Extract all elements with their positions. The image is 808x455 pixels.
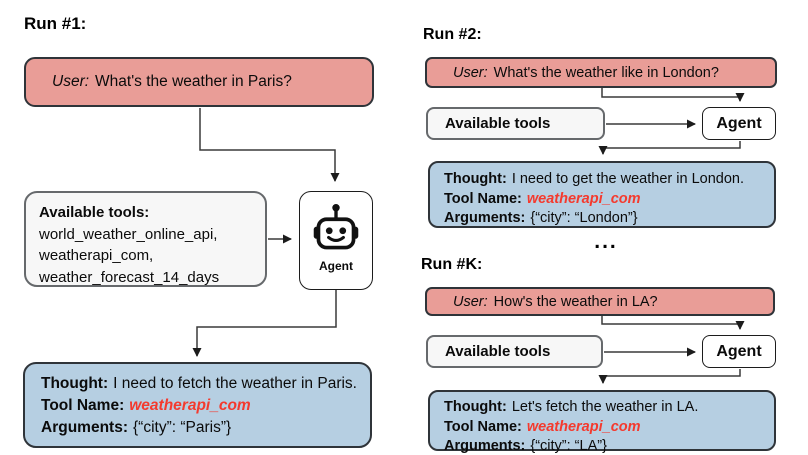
run1-agent-box: Agent: [299, 191, 373, 290]
run1-tools-title: Available tools:: [39, 204, 150, 221]
robot-icon: [313, 204, 359, 250]
run2-agent-box: Agent: [702, 107, 776, 140]
run2-thought-text: I need to get the weather in London.: [511, 171, 744, 187]
run2-thought-label: Thought:: [444, 171, 507, 187]
run1-heading: Run #1:: [24, 14, 87, 33]
run2-agent-label: Agent: [716, 114, 762, 132]
run1-arguments-value: {“city”: “Paris”}: [132, 419, 232, 436]
runk-thought-line: Thought:Let's fetch the weather in LA.: [444, 398, 768, 418]
run1-user-query: What's the weather in Paris?: [95, 73, 292, 90]
run2-tool-name-label: Tool Name:: [444, 190, 522, 207]
run1-thought-line: Thought:I need to fetch the weather in P…: [41, 373, 362, 395]
run2-arguments-label: Arguments:: [444, 210, 526, 226]
run2-user-message-box: User: What's the weather like in London?: [425, 57, 777, 88]
runk-agent-label: Agent: [716, 342, 762, 360]
runk-tool-name-label: Tool Name:: [444, 418, 522, 435]
run2-tool-name-value: weatherapi_com: [526, 190, 641, 207]
run2-tools-label: Available tools: [445, 115, 551, 132]
runs-ellipsis: ...: [594, 230, 618, 253]
run2-thought-line: Thought:I need to get the weather in Lon…: [444, 170, 768, 190]
run1-agent-label: Agent: [319, 259, 353, 273]
run2-available-tools-box: Available tools: [426, 107, 605, 140]
runk-heading: Run #K:: [421, 256, 483, 273]
run1-tool-name-value: weatherapi_com: [129, 397, 251, 414]
runk-user-query: How's the weather in LA?: [493, 293, 658, 310]
run1-thought-label: Thought:: [41, 375, 109, 392]
run1-agent-output-box: Thought:I need to fetch the weather in P…: [23, 362, 372, 448]
run1-arguments-label: Arguments:: [41, 419, 128, 436]
run2-user-label: User:: [453, 64, 488, 81]
run1-user-label: User:: [52, 73, 90, 90]
run2-tool-name-line: Tool Name:weatherapi_com: [444, 190, 768, 210]
runk-tool-name-line: Tool Name:weatherapi_com: [444, 418, 768, 438]
runk-user-message-box: User: How's the weather in LA?: [425, 287, 775, 316]
runk-tools-label: Available tools: [445, 343, 551, 360]
run2-arguments-value: {“city”: “London”}: [530, 210, 638, 226]
run1-user-message-box: User: What's the weather in Paris?: [24, 57, 374, 107]
run1-tool-item: weather_forecast_14_days: [39, 268, 220, 286]
run1-thought-text: I need to fetch the weather in Paris.: [113, 375, 357, 392]
run1-tool-item: weatherapi_com,: [39, 247, 154, 264]
run1-tool-name-line: Tool Name:weatherapi_com: [41, 395, 362, 417]
run2-agent-output-box: Thought:I need to get the weather in Lon…: [428, 161, 776, 228]
run2-user-query: What's the weather like in London?: [493, 64, 719, 81]
run1-arguments-line: Arguments:{“city”: “Paris”}: [41, 417, 362, 439]
runk-arguments-value: {“city”: “LA”}: [530, 438, 607, 454]
runk-agent-output-box: Thought:Let's fetch the weather in LA. T…: [428, 390, 776, 454]
runk-arguments-line: Arguments:{“city”: “LA”}: [444, 437, 768, 455]
runk-available-tools-box: Available tools: [426, 335, 603, 368]
run2-arguments-line: Arguments:{“city”: “London”}: [444, 209, 768, 229]
runk-thought-label: Thought:: [444, 399, 507, 415]
run1-tool-name-label: Tool Name:: [41, 397, 125, 414]
run1-available-tools-box: Available tools: world_weather_online_ap…: [24, 191, 267, 287]
run2-heading: Run #2:: [423, 26, 482, 43]
runk-agent-box: Agent: [702, 335, 776, 368]
runk-user-label: User:: [453, 293, 488, 310]
runk-thought-text: Let's fetch the weather in LA.: [511, 399, 699, 415]
run1-tool-item: world_weather_online_api,: [39, 225, 218, 243]
runk-tool-name-value: weatherapi_com: [526, 418, 641, 435]
runk-arguments-label: Arguments:: [444, 438, 526, 454]
